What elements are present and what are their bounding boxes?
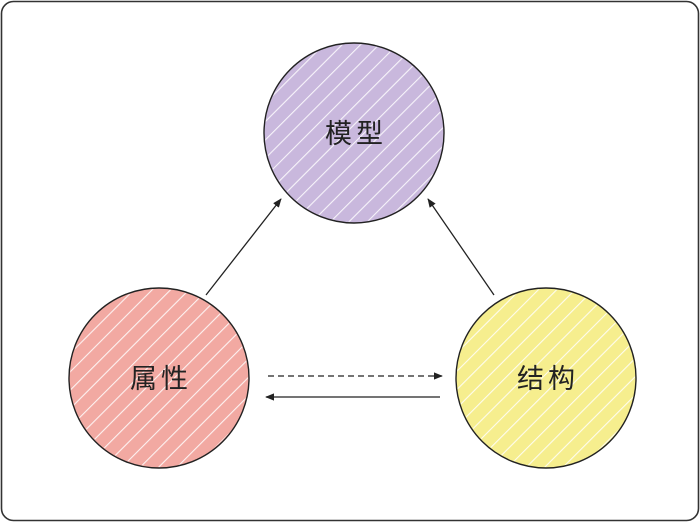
node-attribute-hatch	[70, 289, 248, 467]
arrow-structure-to-model	[427, 198, 495, 296]
node-model-hatch	[265, 44, 443, 222]
arrow-attribute-to-model	[205, 198, 282, 296]
node-model-label: 模型	[325, 119, 387, 150]
node-model: 模型	[263, 42, 445, 224]
node-structure-hatch	[457, 289, 635, 467]
node-attribute: 属性	[68, 287, 250, 469]
node-structure-label: 结构	[517, 364, 579, 395]
node-structure: 结构	[455, 287, 637, 469]
node-attribute-label: 属性	[130, 364, 192, 395]
